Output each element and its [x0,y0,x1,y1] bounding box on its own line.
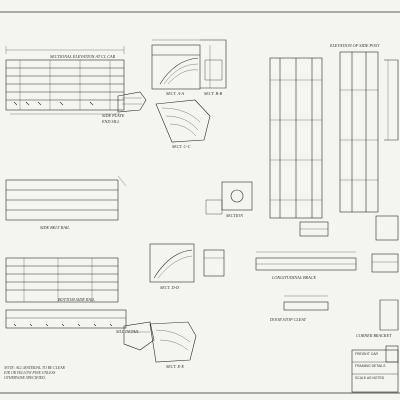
top-rail-label: SECTIONAL ELEVATION AT CL CAR [50,54,116,59]
section-cc-label: SECT. C-C [172,144,191,149]
long-bar-label: LONGITUDINAL BRACE [272,275,317,280]
section-bb-label: SECT. B-B [204,91,223,96]
rail-detail-a-label: SIDE PLATE [102,113,125,118]
mid-rail-label: SIDE BELT RAIL [40,225,70,230]
side-post-drawing [269,51,399,219]
lower-rail-label: BOTTOM SIDE RAIL [58,297,95,302]
title-block-line-2: FRAMING DETAILS [355,364,386,368]
section-aa-drawing [151,39,201,90]
top-rail-drawing [5,46,125,115]
post-section-label: SECTION [226,213,243,218]
section-ee-label: SECT. E-E [166,364,185,369]
general-note-2: FIR OR YELLOW PINE UNLESS [4,371,56,375]
sheet-border [0,11,400,394]
bracket-label: CORNER BRACKET [356,333,392,338]
section-cc-drawing [155,99,211,143]
mid-rail-drawing [5,175,127,221]
rail-detail-b-label: END SILL [102,119,120,124]
post-section-drawing [205,181,329,237]
lower-rail-detail-drawing [123,321,155,351]
short-bar-label: DOOR STOP CLEAT [270,317,306,322]
long-bar-drawing [255,251,357,271]
general-note-1: NOTE: ALL MATERIAL TO BE CLEAR [4,366,65,370]
small-section-drawing [203,249,225,277]
section-dd-label: SECT. D-D [160,285,179,290]
section-ee-drawing [149,321,197,363]
general-note-3: OTHERWISE SPECIFIED. [4,376,46,380]
right-edge-detail [371,215,399,273]
rail-detail-drawing [117,91,147,113]
title-block-line-1: FREIGHT CAR [355,352,378,356]
title-block-frame [351,349,399,393]
section-bb-drawing [200,39,227,89]
section-aa-label: SECT. A-A [166,91,184,96]
lower-rail-detail-label: SILL DETAIL [116,329,139,334]
section-dd-drawing [149,243,195,283]
title-block-line-3: SCALE AS NOTED [355,376,385,380]
lower-rail-drawing [5,257,127,329]
short-bar-drawing [283,295,329,311]
post-elevation-label: ELEVATION OF SIDE POST [330,43,380,48]
